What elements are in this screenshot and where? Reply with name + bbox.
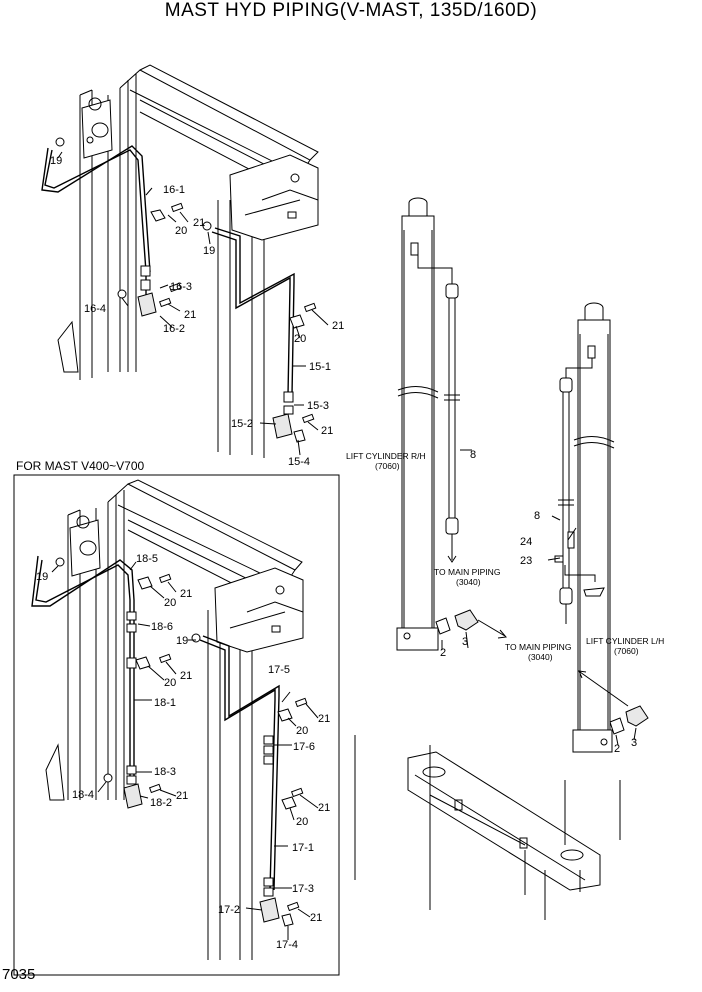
callout-20: 20 bbox=[296, 725, 308, 737]
note-labels: FOR MAST V400~V700 LIFT CYLINDER R/H (70… bbox=[16, 451, 664, 662]
callout-18-6: 18-6 bbox=[151, 621, 173, 633]
to-main-piping-ref: (3040) bbox=[528, 652, 553, 662]
lift-cylinder-rh-ref: (7060) bbox=[375, 461, 400, 471]
callout-17-6: 17-6 bbox=[293, 741, 315, 753]
callout-3: 3 bbox=[462, 636, 468, 648]
callout-20: 20 bbox=[294, 333, 306, 345]
callout-18-3: 18-3 bbox=[154, 766, 176, 778]
callout-21: 21 bbox=[193, 217, 205, 229]
callout-18-1: 18-1 bbox=[154, 697, 176, 709]
callout-21: 21 bbox=[310, 912, 322, 924]
lift-cylinder-rh-label: LIFT CYLINDER R/H bbox=[346, 451, 426, 461]
callout-23: 23 bbox=[520, 555, 532, 567]
callout-8: 8 bbox=[534, 510, 540, 522]
callout-24: 24 bbox=[520, 536, 532, 548]
callout-17-2: 17-2 bbox=[218, 904, 240, 916]
callout-21: 21 bbox=[176, 790, 188, 802]
callout-labels: 19 16-1 20 21 19 16-3 16-4 21 16-2 21 20… bbox=[36, 155, 637, 951]
callout-21: 21 bbox=[332, 320, 344, 332]
callout-21: 21 bbox=[180, 670, 192, 682]
callout-8: 8 bbox=[470, 449, 476, 461]
lift-cylinder-lh-ref: (7060) bbox=[614, 646, 639, 656]
callout-15-2: 15-2 bbox=[231, 418, 253, 430]
callout-20: 20 bbox=[164, 597, 176, 609]
callout-2: 2 bbox=[614, 743, 620, 755]
callout-21: 21 bbox=[318, 713, 330, 725]
callout-17-3: 17-3 bbox=[292, 883, 314, 895]
base-frame bbox=[354, 735, 621, 920]
callout-16-1: 16-1 bbox=[163, 184, 185, 196]
page-title: MAST HYD PIPING(V-MAST, 135D/160D) bbox=[164, 0, 538, 21]
callout-19: 19 bbox=[203, 245, 215, 257]
callout-21: 21 bbox=[180, 588, 192, 600]
callout-20: 20 bbox=[164, 677, 176, 689]
callout-15-3: 15-3 bbox=[307, 400, 329, 412]
inset-mast-assembly bbox=[13, 474, 340, 976]
inset-title: FOR MAST V400~V700 bbox=[16, 459, 145, 473]
page-number: 7035 bbox=[2, 966, 36, 983]
callout-21: 21 bbox=[321, 425, 333, 437]
to-main-piping-label: TO MAIN PIPING bbox=[434, 567, 500, 577]
lift-cylinder-rh bbox=[396, 197, 507, 651]
callout-20: 20 bbox=[175, 225, 187, 237]
callout-19: 19 bbox=[176, 635, 188, 647]
callout-17-5: 17-5 bbox=[268, 664, 290, 676]
callout-20: 20 bbox=[296, 816, 308, 828]
callout-15-1: 15-1 bbox=[309, 361, 331, 373]
callout-18-4: 18-4 bbox=[72, 789, 94, 801]
lift-cylinder-lh bbox=[547, 302, 649, 753]
callout-17-1: 17-1 bbox=[292, 842, 314, 854]
callout-18-2: 18-2 bbox=[150, 797, 172, 809]
callout-16-2: 16-2 bbox=[163, 323, 185, 335]
to-main-piping-ref: (3040) bbox=[456, 577, 481, 587]
callout-21: 21 bbox=[318, 802, 330, 814]
callout-16-4: 16-4 bbox=[84, 303, 106, 315]
callout-2: 2 bbox=[440, 647, 446, 659]
callout-18-5: 18-5 bbox=[136, 553, 158, 565]
callout-3: 3 bbox=[631, 737, 637, 749]
callout-19: 19 bbox=[50, 155, 62, 167]
callout-16-3: 16-3 bbox=[170, 281, 192, 293]
upper-mast-assembly bbox=[41, 64, 329, 458]
callout-21: 21 bbox=[184, 309, 196, 321]
lift-cylinder-lh-label: LIFT CYLINDER L/H bbox=[586, 636, 664, 646]
callout-19: 19 bbox=[36, 571, 48, 583]
callout-17-4: 17-4 bbox=[276, 939, 298, 951]
callout-15-4: 15-4 bbox=[288, 456, 310, 468]
to-main-piping-label: TO MAIN PIPING bbox=[505, 642, 571, 652]
